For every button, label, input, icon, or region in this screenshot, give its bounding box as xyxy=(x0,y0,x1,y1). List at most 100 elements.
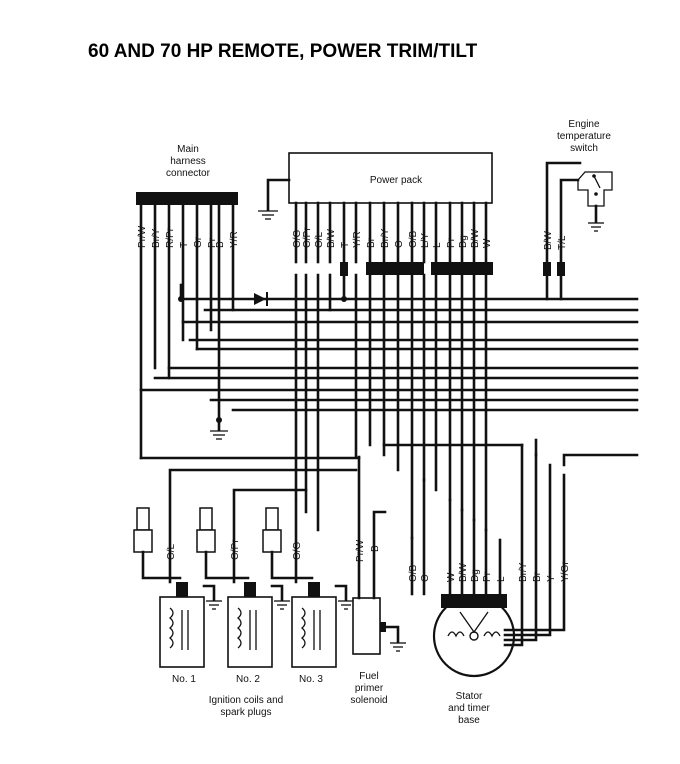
harness-wire-label-6: B xyxy=(215,241,226,248)
solenoid-wire-b xyxy=(372,510,387,600)
coil-terminal-3 xyxy=(308,582,320,597)
power-pack-wire-label-15: W xyxy=(482,238,493,248)
power-pack-connector-right xyxy=(431,262,493,275)
diagram-title: 60 AND 70 HP REMOTE, POWER TRIM/TILT xyxy=(88,41,478,62)
spark-plug-icon-3 xyxy=(265,507,279,531)
ignition-label-2: spark plugs xyxy=(220,707,271,718)
stator-label-3: base xyxy=(458,715,480,726)
power-pack-wire-label-9: O/B xyxy=(408,230,419,248)
stator-wire-label-3: B/W xyxy=(458,563,469,582)
coil-terminal-2 xyxy=(244,582,256,597)
wire-trunk xyxy=(139,262,639,540)
coil-core-1 xyxy=(181,610,189,650)
diode-icon xyxy=(254,292,268,306)
engine-temp-label-1: Engine xyxy=(568,119,600,130)
ground-symbol-solenoid xyxy=(390,642,406,652)
engine-temp-label-3: switch xyxy=(570,143,598,154)
solenoid-ground-wire xyxy=(384,625,400,644)
stator-wire-label-1: O xyxy=(420,574,431,582)
solenoid-wire-label-b: B xyxy=(370,545,381,552)
stator-label-2: and timer xyxy=(448,703,490,714)
power-pack-wire-label-4: T xyxy=(340,242,351,248)
harness-wire-label-5: Pr xyxy=(207,237,218,248)
spark-plug-body-2 xyxy=(196,529,216,553)
stator-wire-8 xyxy=(503,453,538,642)
stator-connector xyxy=(441,594,507,608)
temp-wire-bw xyxy=(545,161,582,264)
temp-wire-label-tl: T/L xyxy=(557,235,568,250)
coil-label-no2: No. 2 xyxy=(236,674,260,685)
stator-wire-label-2: W xyxy=(446,572,457,582)
stator-wire-label-0: O/B xyxy=(408,564,419,582)
stator-wire-label-7: Br/Y xyxy=(518,562,529,582)
ground-symbol-powerpack xyxy=(258,210,278,220)
spark-plug-icon-2 xyxy=(199,507,213,531)
power-pack-wire-label-14: B/W xyxy=(470,229,481,248)
power-pack-wire-label-5: Y/R xyxy=(352,231,363,248)
power-pack-label: Power pack xyxy=(370,175,423,186)
coil-winding-icon-3 xyxy=(300,607,306,649)
stator-wire-label-6: L xyxy=(496,576,507,582)
power-pack-wire-label-12: Pr xyxy=(446,237,457,248)
coil-ground-wire-1 xyxy=(202,584,216,602)
coil-core-2 xyxy=(249,610,257,650)
stator-wire-7 xyxy=(503,443,524,647)
power-pack-wire-label-3: B/W xyxy=(326,229,337,248)
temp-connector-1 xyxy=(543,262,551,276)
coil-label-no3: No. 3 xyxy=(299,674,323,685)
power-pack-wire-label-13: Dg xyxy=(458,235,469,248)
temp-wire-tl xyxy=(559,178,580,264)
coil-winding-icon-1 xyxy=(168,607,174,649)
stator-timer-lines xyxy=(459,611,489,634)
stator-label-1: Stator xyxy=(456,691,483,702)
stator-wire-label-10: Y/Gr xyxy=(560,561,571,582)
stator-wire-label-4: Dg xyxy=(470,569,481,582)
stator-wire-10 xyxy=(503,473,566,632)
coil-feed-2 xyxy=(232,488,308,584)
main-harness-block xyxy=(136,192,238,205)
solenoid-label-1: Fuel xyxy=(359,671,378,682)
power-pack-wire-label-2: O/L xyxy=(314,231,325,248)
engine-temp-label-2: temperature xyxy=(557,131,611,142)
temp-wire-label-bw: B/W xyxy=(543,231,554,250)
ignition-label-1: Ignition coils and xyxy=(209,695,284,706)
power-pack-wire-label-11: L xyxy=(432,242,443,248)
harness-wire-label-0: Pr/W xyxy=(137,225,148,248)
main-harness-label-2: harness xyxy=(170,156,206,167)
stator-wire-label-5: Pr xyxy=(482,571,493,582)
power-pack-wire-label-6: Br xyxy=(366,237,377,248)
stator-ygr-feed xyxy=(562,453,639,467)
power-pack-box xyxy=(288,152,493,204)
solenoid-label-3: solenoid xyxy=(350,695,387,706)
ignition-coils: O/L O/Pr O/G xyxy=(133,468,358,668)
coil-wire-label-1: O/L xyxy=(166,543,177,560)
coil-ground-wire-3 xyxy=(334,584,348,602)
junction-dot-1 xyxy=(178,296,184,302)
power-pack-ground-wire xyxy=(266,178,291,212)
coil-feed-1 xyxy=(168,468,358,584)
engine-temperature-switch: Engine temperature switch B/W T/L xyxy=(543,119,613,276)
fuel-primer-solenoid: Pr/W B Fuel primer solenoid xyxy=(350,455,406,706)
coil-wire-label-3: O/G xyxy=(292,541,303,560)
spark-plug-body-1 xyxy=(133,529,153,553)
power-pack-connector-left xyxy=(366,262,424,275)
temp-connector-2 xyxy=(557,262,565,276)
power-pack-wire-label-1: O/Pr xyxy=(302,227,313,248)
pp-connector-small xyxy=(340,262,348,276)
plug-wire-3 xyxy=(270,550,314,580)
harness-wire-label-4: Gr xyxy=(193,236,204,248)
coil-winding-icon-2 xyxy=(236,607,242,649)
spark-plug-icon-1 xyxy=(136,507,150,531)
ground-symbol-temp xyxy=(588,222,604,232)
coil-wire-label-2: O/Pr xyxy=(230,539,241,560)
main-harness-label-1: Main xyxy=(177,144,199,155)
stator-wire-9 xyxy=(503,463,552,637)
stator-wire-label-8: Br xyxy=(532,571,543,582)
harness-wire-label-7: Y/R xyxy=(229,231,240,248)
coil-ground-wire-2 xyxy=(270,584,284,602)
harness-wire-label-2: R/Pr xyxy=(165,227,176,248)
plug-wire-1 xyxy=(141,550,182,580)
